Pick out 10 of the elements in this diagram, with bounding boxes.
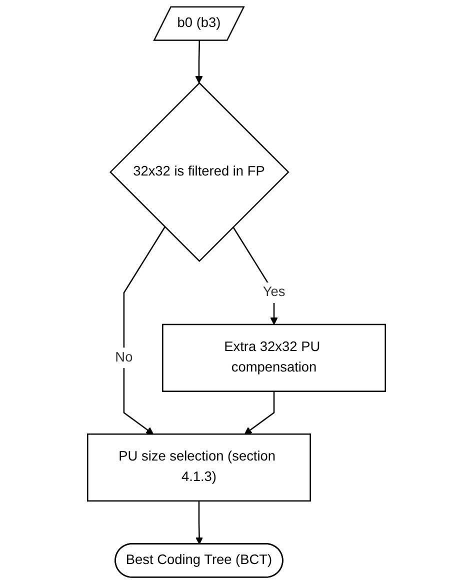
node-box: Extra 32x32 PU compensation <box>162 324 386 392</box>
edge-label: Yes <box>262 285 286 300</box>
arrow <box>244 391 275 434</box>
node-box: PU size selection (section 4.1.3) <box>87 433 311 502</box>
arrow <box>232 226 278 325</box>
arrow <box>196 500 204 545</box>
node-diamond: 32x32 is filtered in FP <box>109 82 290 262</box>
arrow <box>195 40 203 84</box>
arrow <box>123 226 166 434</box>
edge-label: No <box>115 350 133 365</box>
